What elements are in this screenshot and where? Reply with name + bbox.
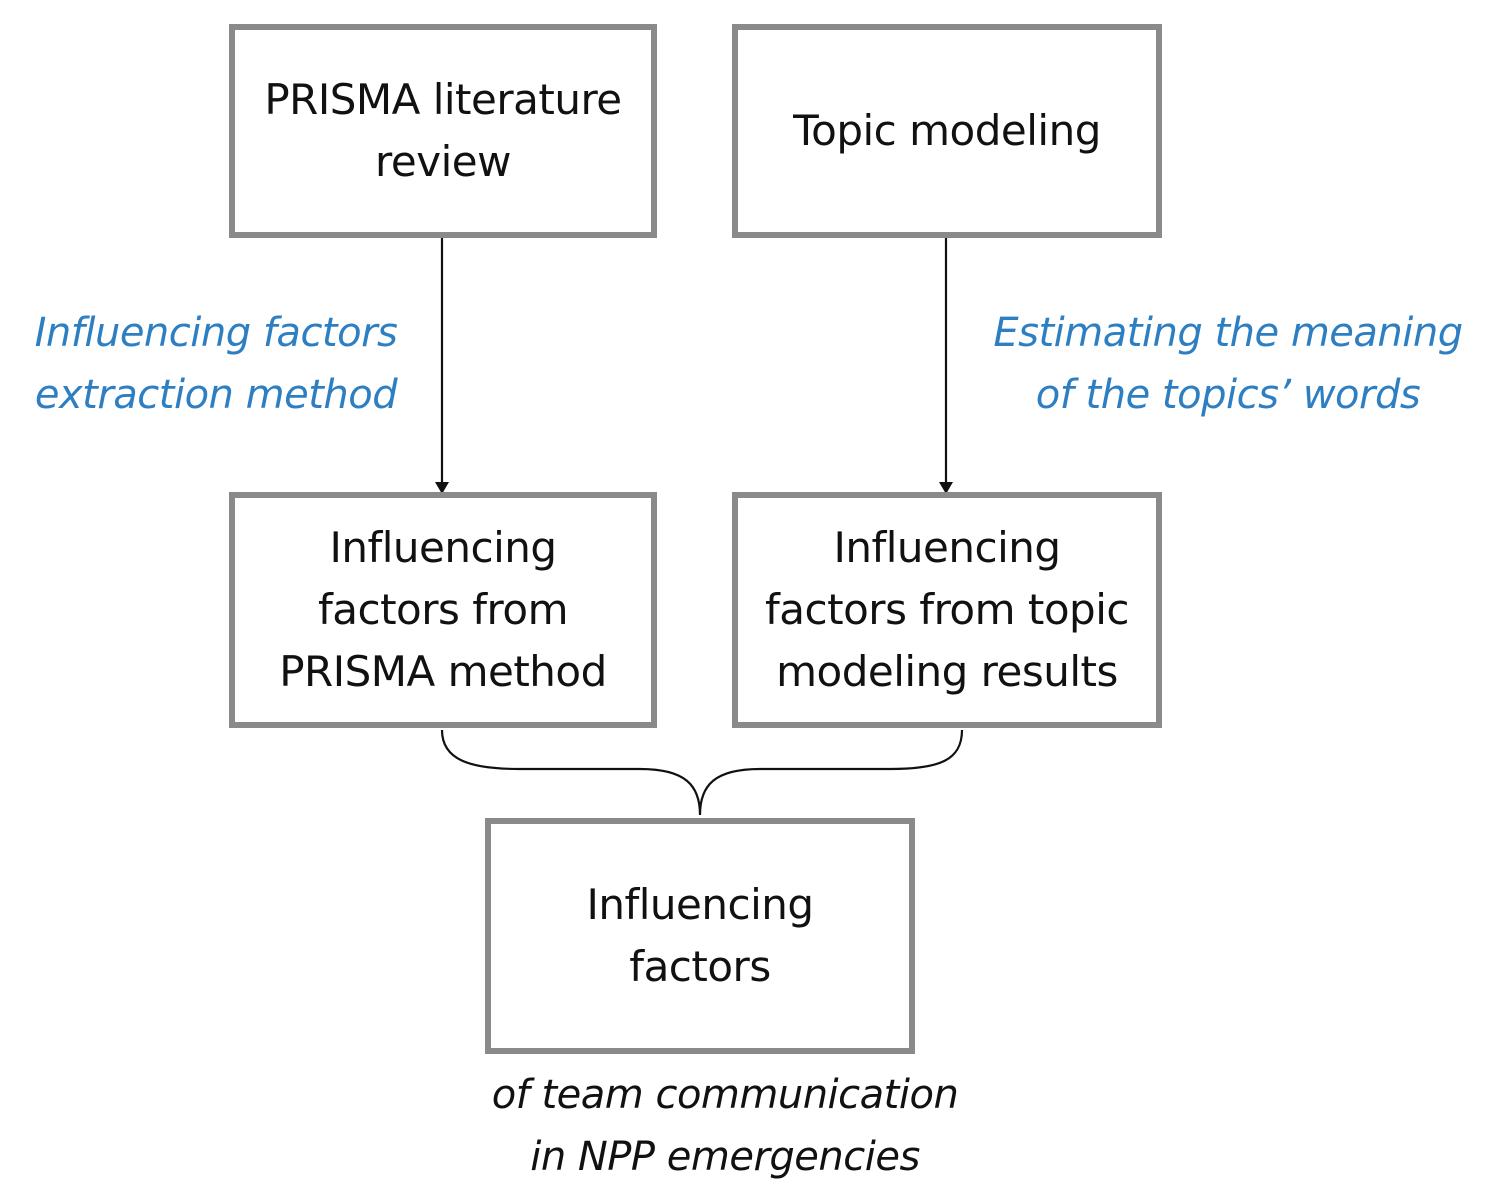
edge-label-left-line-1: Influencing factors <box>34 310 398 356</box>
caption-line-2: in NPP emergencies <box>530 1134 920 1180</box>
prisma-review-line-2: review <box>375 137 511 186</box>
prisma-review-box: PRISMA literature review <box>229 24 657 238</box>
edge-label-left-line-2: extraction method <box>34 372 398 418</box>
factors-topic-box: Influencing factors from topic modeling … <box>732 492 1162 728</box>
factors-topic-line-3: modeling results <box>776 647 1118 696</box>
factors-final-line-1: Influencing <box>586 880 814 929</box>
prisma-review-line-1: PRISMA literature <box>264 75 622 124</box>
edge-label-right: Estimating the meaning of the topics’ wo… <box>968 302 1488 426</box>
factors-final-line-2: factors <box>629 942 771 991</box>
edge-label-right-line-2: of the topics’ words <box>1035 372 1421 418</box>
merge-brace <box>440 729 964 816</box>
caption-line-1: of team communication <box>491 1072 959 1118</box>
factors-topic-line-2: factors from topic <box>765 585 1129 634</box>
factors-final-box: Influencing factors <box>485 818 915 1054</box>
topic-modeling-line-1: Topic modeling <box>793 106 1101 155</box>
edge-label-left: Influencing factors extraction method <box>6 302 426 426</box>
factors-prisma-line-2: factors from <box>317 585 569 634</box>
edge-label-right-line-1: Estimating the meaning <box>993 310 1463 356</box>
topic-modeling-box: Topic modeling <box>732 24 1162 238</box>
factors-prisma-line-3: PRISMA method <box>279 647 607 696</box>
factors-topic-line-1: Influencing <box>833 523 1061 572</box>
factors-prisma-box: Influencing factors from PRISMA method <box>229 492 657 728</box>
caption: of team communication in NPP emergencies <box>400 1064 1050 1188</box>
factors-prisma-line-1: Influencing <box>329 523 557 572</box>
